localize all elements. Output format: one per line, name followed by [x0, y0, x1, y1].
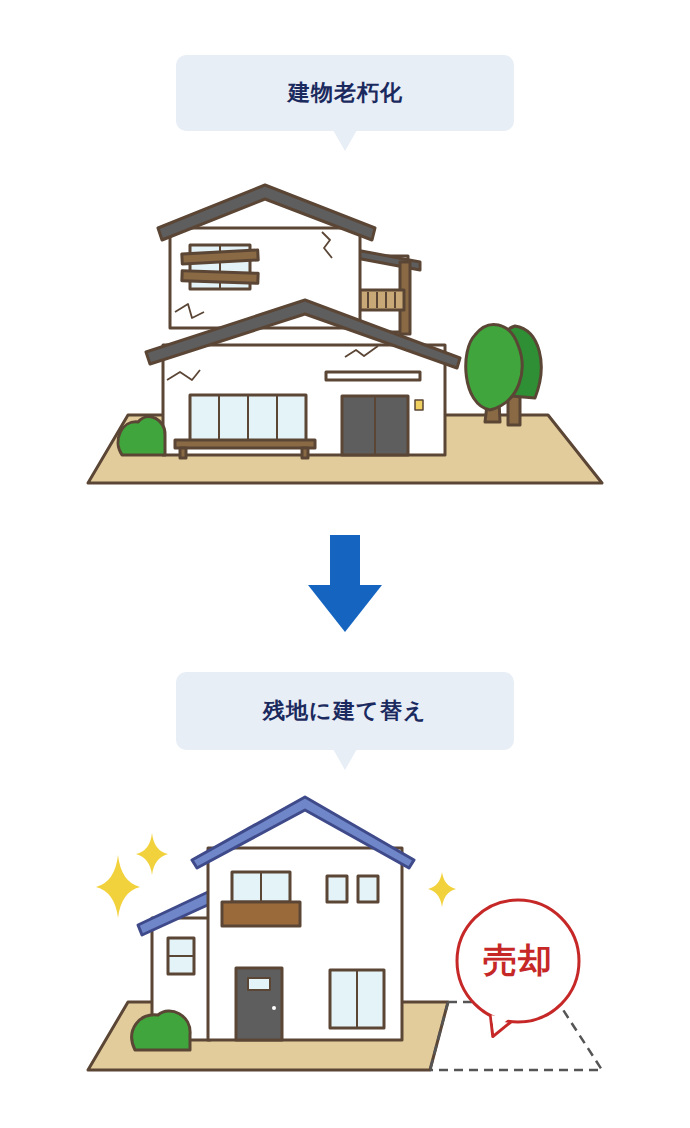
bubble-text: 残地に建て替え — [263, 696, 427, 726]
sale-callout: 売却 — [455, 898, 581, 1024]
bubble-text: 建物老朽化 — [288, 78, 403, 108]
speech-bubble: 建物老朽化 — [176, 55, 514, 131]
sparkles — [96, 833, 456, 918]
speech-bubble: 残地に建て替え — [176, 672, 514, 750]
old-house — [88, 185, 602, 483]
callout-text: 売却 — [483, 938, 553, 984]
new-house — [88, 797, 602, 1070]
down-arrow — [308, 535, 382, 632]
